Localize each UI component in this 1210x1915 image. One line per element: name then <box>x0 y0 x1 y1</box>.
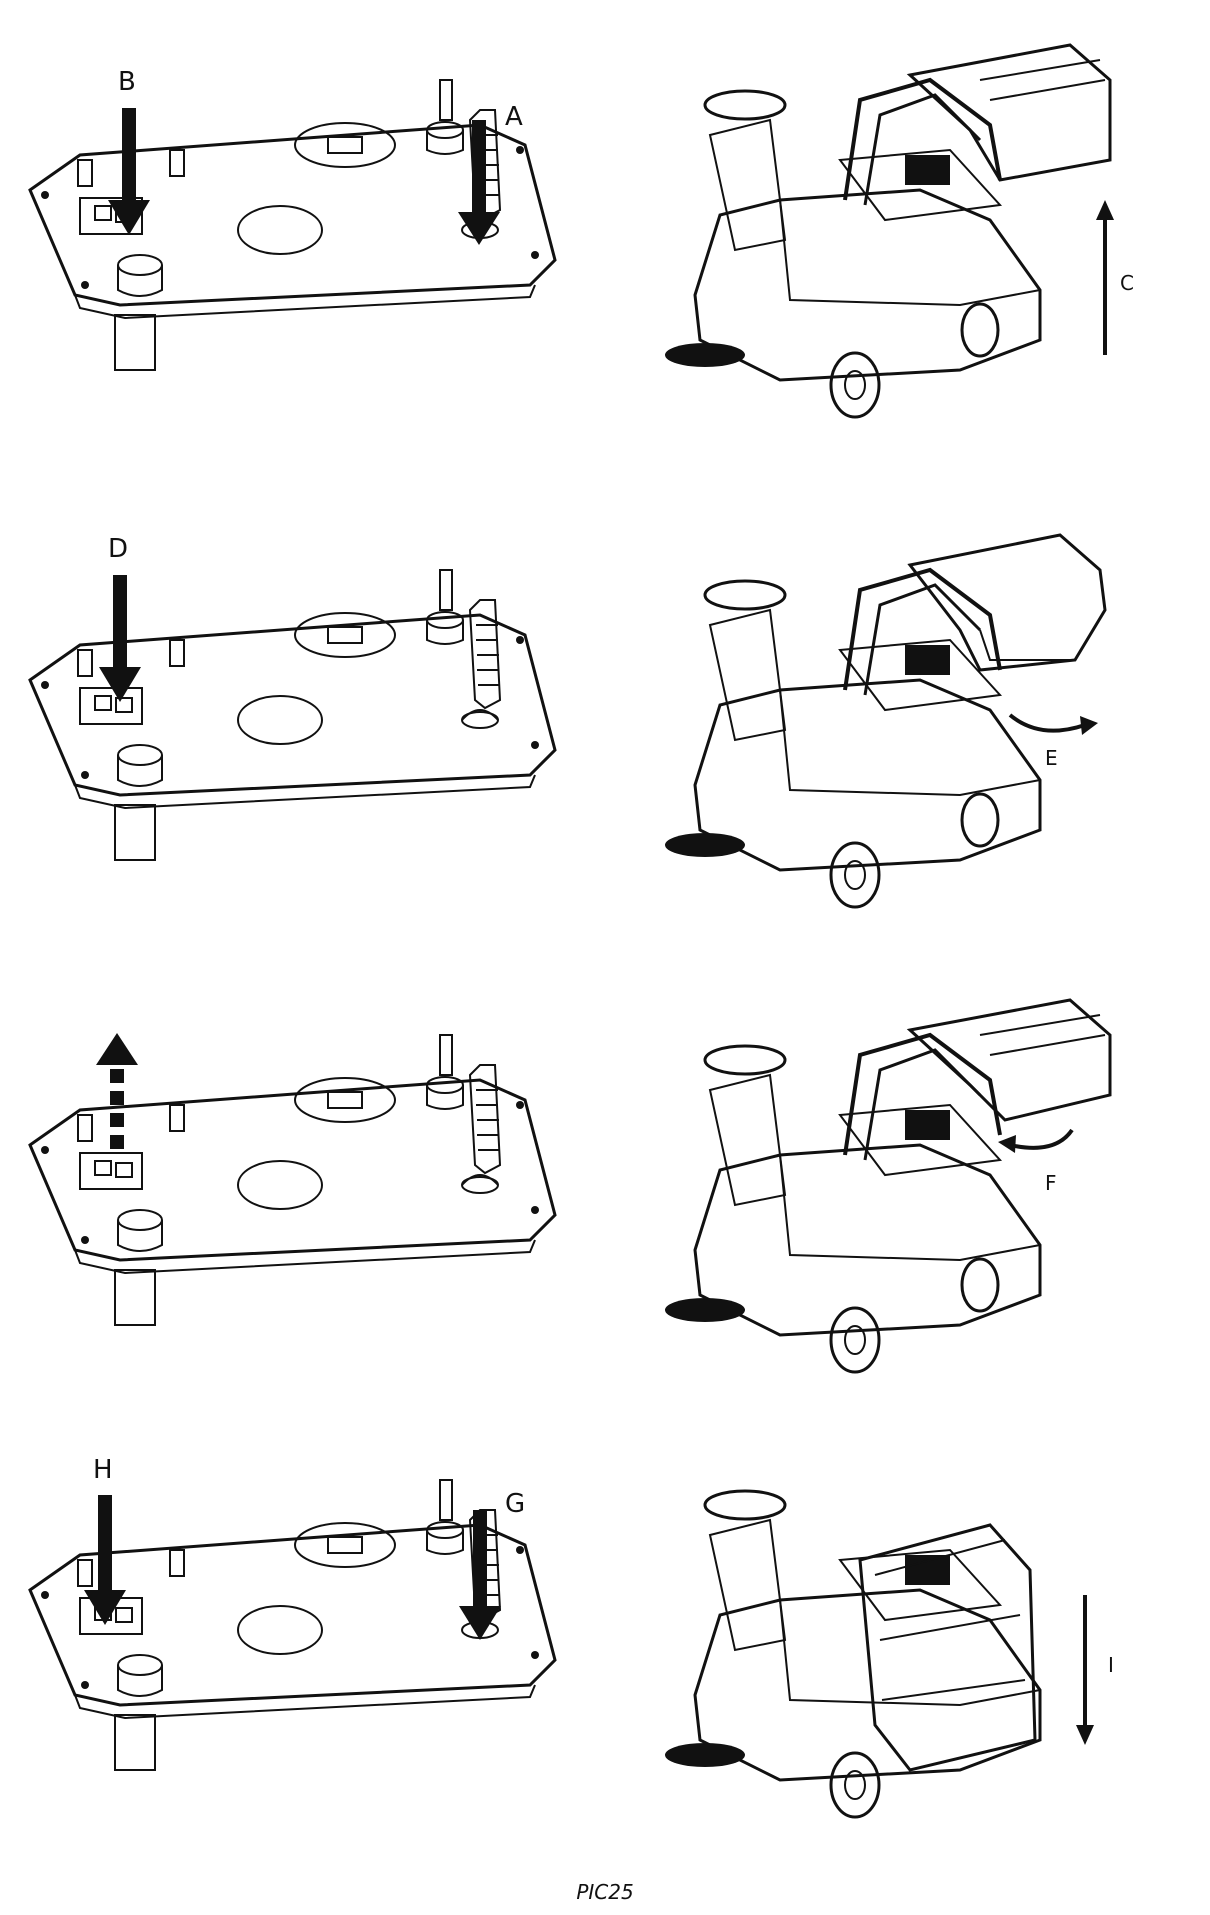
waste-bin <box>907 533 1107 672</box>
step-row-4: H G I <box>0 1440 1210 1910</box>
step-row-2: D E <box>0 530 1210 1000</box>
control-panel-illustration <box>28 1033 557 1326</box>
waste-bin <box>906 43 1112 182</box>
arrow-c-up-icon <box>1096 200 1114 355</box>
figure-caption: PIC25 <box>576 1880 634 1904</box>
arrow-f-rotate-icon <box>998 1128 1074 1153</box>
sweeper-machine-illustration: I <box>665 1489 1114 1819</box>
sweeper-machine-illustration: C <box>665 43 1134 419</box>
control-panel-illustration: H G <box>28 1455 557 1771</box>
waste-bin <box>858 1523 1037 1772</box>
label-g: G <box>505 1489 525 1519</box>
control-panel-illustration: D <box>28 534 557 861</box>
sweeper-machine-illustration: F <box>665 998 1112 1374</box>
arrow-b-icon <box>108 108 150 235</box>
release-arrow-up-icon <box>96 1033 138 1149</box>
waste-bin <box>906 998 1112 1122</box>
step-row-3: F <box>0 995 1210 1465</box>
label-f: F <box>1045 1171 1057 1195</box>
arrow-g-icon <box>459 1510 501 1640</box>
control-panel-illustration: B A <box>28 67 557 371</box>
label-e: E <box>1045 746 1058 770</box>
arrow-a-icon <box>458 120 500 245</box>
arrow-i-down-icon <box>1076 1595 1094 1745</box>
label-b: B <box>118 67 136 97</box>
label-i: I <box>1108 1653 1114 1677</box>
label-d: D <box>108 534 128 564</box>
arrow-h-icon <box>84 1495 126 1625</box>
control-plate <box>28 123 557 307</box>
step-row-1: B A C <box>0 40 1210 510</box>
label-a: A <box>505 102 523 132</box>
sweeper-machine-illustration: E <box>665 533 1107 909</box>
arrow-d-icon <box>99 575 141 702</box>
label-h: H <box>93 1455 113 1485</box>
label-c: C <box>1120 271 1134 295</box>
arrow-e-rotate-icon <box>1008 713 1098 735</box>
